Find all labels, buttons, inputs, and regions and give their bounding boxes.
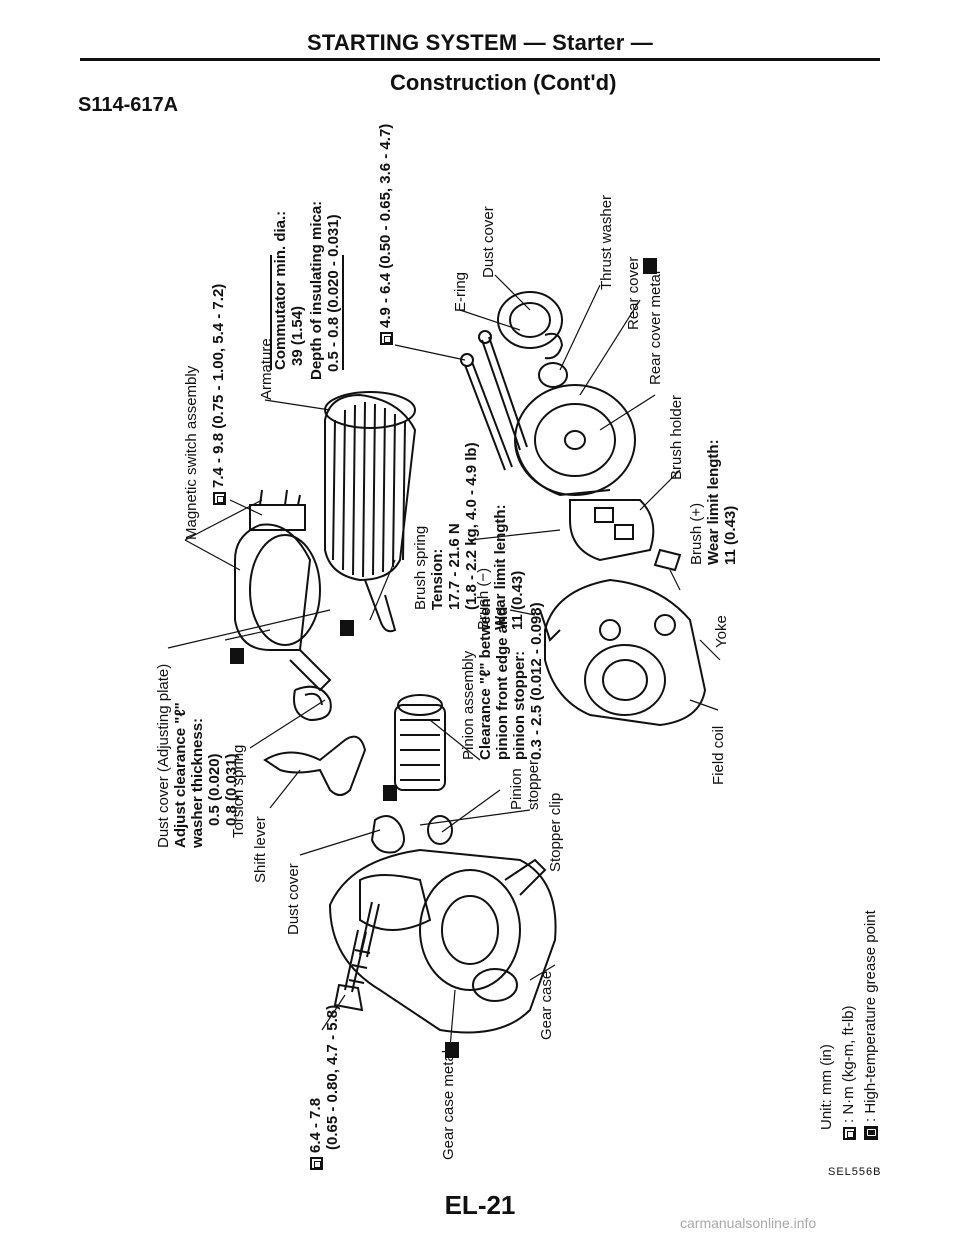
grease-icon	[864, 1126, 879, 1140]
grease-point-marks	[230, 258, 657, 1058]
leader-lines	[167, 274, 721, 1049]
through-bolts-drawing	[460, 330, 528, 471]
label-brush-minus: Brush (−) Wear limit length: 11 (0.43)	[475, 504, 526, 630]
reference-code: SEL556B	[828, 1166, 882, 1178]
shift-lever-drawing	[263, 735, 367, 796]
page-title: STARTING SYSTEM — Starter —	[306, 30, 654, 55]
legend-grease: : High-temperature grease point	[862, 910, 879, 1140]
gear-case-bolts	[333, 901, 380, 1012]
armature-drawing	[324, 391, 417, 633]
label-stopper-clip: Stopper clip	[547, 792, 564, 872]
label-torque-gear-bolt: 6.4 - 7.8 (0.65 - 0.80, 4.7 - 5.8)	[307, 1005, 341, 1170]
label-field-coil: Field coil	[710, 725, 727, 785]
section-subtitle: Construction (Cont'd)	[390, 70, 617, 95]
torque-icon	[379, 332, 393, 345]
label-torque-switch: 7.4 - 9.8 (0.75 - 1.00, 5.4 - 7.2)	[210, 284, 227, 505]
label-thrust-washer: Thrust washer	[598, 194, 615, 290]
dust-cover-drawing	[370, 815, 405, 854]
rear-small-parts-drawing	[497, 291, 568, 388]
header-rule	[80, 58, 880, 61]
gear-case-drawing	[328, 848, 557, 1034]
label-dust-cover-rear: Dust cover	[480, 206, 497, 278]
label-gear-case-metal: Gear case metal	[440, 1049, 457, 1160]
label-shift-lever: Shift lever	[252, 816, 269, 883]
label-e-ring: E-ring	[452, 271, 469, 312]
model-code: S114-617A	[78, 94, 179, 116]
rear-cover-drawing	[514, 384, 636, 497]
label-yoke: Yoke	[713, 615, 730, 648]
label-brush-holder: Brush holder	[668, 394, 685, 480]
page-number: EL-21	[444, 1190, 516, 1220]
armature-spec-box	[270, 255, 344, 370]
label-insulating-mica: Depth of insulating mica: 0.5 - 0.8 (0.0…	[308, 200, 342, 380]
watermark: carmanualsonline.info	[680, 1215, 817, 1231]
legend-torque: : N·m (kg-m, ft-lb)	[840, 1006, 857, 1140]
torque-icon	[212, 492, 226, 505]
label-commutator: Commutator min. dia.: 39 (1.54)	[272, 210, 306, 370]
label-gear-case: Gear case	[538, 970, 555, 1040]
label-dust-cover-adjusting: Dust cover (Adjusting plate) Adjust clea…	[155, 663, 240, 848]
label-brush-spring: Brush spring Tension: 17.7 - 21.6 N (1.8…	[412, 442, 480, 610]
brush-holder-drawing	[569, 499, 655, 562]
label-torsion-spring: Torsion spring	[230, 744, 247, 838]
label-dust-cover-front: Dust cover	[285, 863, 302, 935]
torsion-spring-drawing	[293, 685, 332, 722]
label-brush-plus: Brush (+) Wear limit length: 11 (0.43)	[688, 439, 739, 565]
torque-icon	[842, 1127, 856, 1140]
legend-unit: Unit: mm (in)	[818, 1044, 835, 1130]
label-rear-cover-metal: Rear cover metal	[647, 270, 664, 385]
label-magnetic-switch: Magnetic switch assembly	[183, 365, 200, 540]
label-torque-thru-bolt: 4.9 - 6.4 (0.50 - 0.65, 3.6 - 4.7)	[377, 124, 394, 345]
yoke-drawing	[539, 548, 707, 727]
label-pinion-stopper: Pinion stopper	[508, 759, 542, 810]
label-rear-cover: Rear cover	[625, 256, 642, 330]
torque-icon	[309, 1157, 323, 1170]
magnetic-switch-drawing	[234, 489, 332, 692]
pinion-drawing	[394, 694, 446, 791]
